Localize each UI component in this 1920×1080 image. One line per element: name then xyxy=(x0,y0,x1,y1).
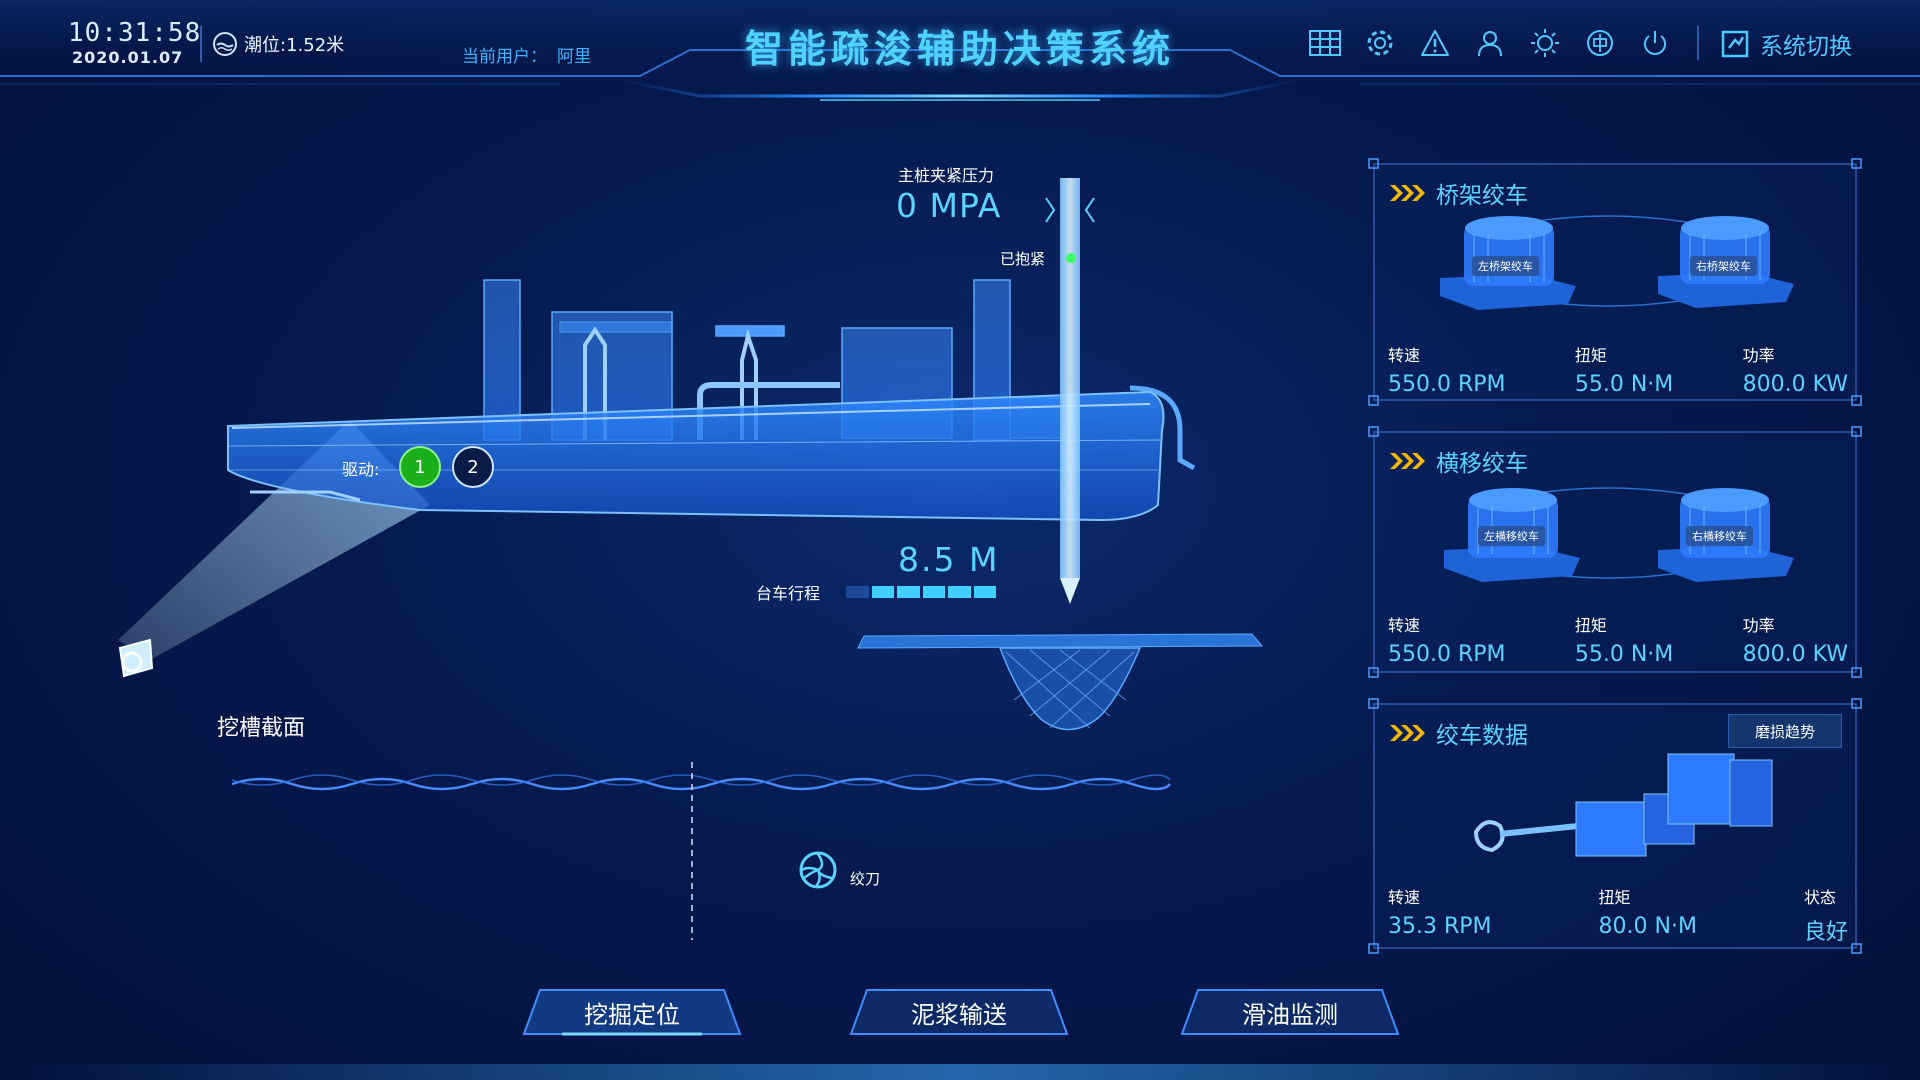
nav-slurry-label: 泥浆输送 xyxy=(911,1000,1007,1029)
tide-icon xyxy=(213,32,237,56)
left-traverse-winch-tag: 左横移绞车 xyxy=(1478,526,1545,546)
cutter-drive-graphic xyxy=(1473,753,1773,857)
drive-2-button[interactable]: 2 xyxy=(452,446,494,488)
panel-frame xyxy=(1368,426,1862,678)
nav-excavation-label: 挖掘定位 xyxy=(584,1000,680,1029)
left-bridge-winch-tag: 左桥架绞车 xyxy=(1472,256,1539,276)
page-title: 智能疏浚辅助决策系统 xyxy=(744,27,1175,71)
header: 10:31:58 2020.01.07 潮位:1.52米 当前用户： 阿里 智能… xyxy=(0,0,1920,110)
nav-slurry-transport[interactable]: 泥浆输送 xyxy=(849,988,1069,1036)
grid-button[interactable] xyxy=(1306,24,1344,62)
user-label: 当前用户： xyxy=(462,47,547,67)
trench-section xyxy=(231,762,1171,940)
warning-icon xyxy=(1421,30,1449,56)
right-bridge-winch-tag: 右桥架绞车 xyxy=(1690,256,1757,276)
user-icon xyxy=(1478,31,1502,57)
right-traverse-winch-tag: 右横移绞车 xyxy=(1686,526,1753,546)
trolley-progress-segment xyxy=(948,586,971,598)
gear-icon xyxy=(1367,30,1393,56)
traverse-winch-title: 横移绞车 xyxy=(1388,444,1528,478)
pile-pressure-value: 0 MPA xyxy=(896,186,1002,225)
system-switch-button[interactable]: 系统切换 xyxy=(1720,24,1852,64)
language-icon xyxy=(1587,30,1613,56)
trolley-progress-bar xyxy=(846,586,996,598)
system-switch-label: 系统切换 xyxy=(1760,34,1852,60)
dredger-scene xyxy=(118,178,1264,940)
grid-icon xyxy=(1309,30,1341,56)
alarm-button[interactable] xyxy=(1416,24,1454,62)
drive-label: 驱动: xyxy=(342,460,380,479)
power-icon xyxy=(1644,31,1666,55)
trolley-progress-segment xyxy=(973,586,996,598)
triple-chevron-icon xyxy=(1390,453,1425,469)
triple-chevron-icon xyxy=(1390,725,1425,741)
pile-pressure-label: 主桩夹紧压力 xyxy=(898,166,995,185)
brightness-icon xyxy=(1531,29,1559,57)
clock-date: 2020.01.07 xyxy=(72,48,184,67)
clock-time: 10:31:58 xyxy=(68,18,202,48)
user-button[interactable] xyxy=(1471,24,1509,62)
bottom-glow xyxy=(0,1064,1920,1080)
tide-value: 潮位:1.52米 xyxy=(244,35,345,56)
switch-icon xyxy=(1721,30,1749,58)
wear-trend-button[interactable]: 磨损趋势 xyxy=(1728,714,1842,748)
clamp-status-label: 已抱紧 xyxy=(1000,250,1046,268)
trolley-progress-segment xyxy=(897,586,920,598)
nav-lube-monitoring[interactable]: 滑油监测 xyxy=(1180,988,1400,1036)
language-button[interactable] xyxy=(1581,24,1619,62)
clamp-status-led xyxy=(1066,253,1076,263)
trolley-progress-segment xyxy=(871,586,894,598)
trench-section-title: 挖槽截面 xyxy=(217,716,306,741)
trolley-travel-label: 台车行程 xyxy=(756,584,821,603)
settings-button[interactable] xyxy=(1361,24,1399,62)
pile-base xyxy=(857,633,1264,731)
winch-data-title: 绞车数据 xyxy=(1388,716,1528,750)
triple-chevron-icon xyxy=(1390,185,1425,201)
stat-status: 状态良好 xyxy=(1803,888,1848,945)
tide-indicator: 潮位:1.52米 xyxy=(200,26,344,62)
cutter-icon xyxy=(799,851,837,889)
current-user: 当前用户： 阿里 xyxy=(462,42,591,67)
drive-1-button[interactable]: 1 xyxy=(399,446,441,488)
trolley-progress-segment xyxy=(922,586,945,598)
trolley-travel-value: 8.5 M xyxy=(898,540,1000,579)
power-button[interactable] xyxy=(1636,24,1674,62)
toolbar-divider xyxy=(1697,26,1699,60)
spud-pile xyxy=(1045,178,1095,604)
user-name: 阿里 xyxy=(557,47,591,67)
trolley-progress-segment xyxy=(846,586,869,598)
hull xyxy=(227,390,1165,522)
nav-lube-label: 滑油监测 xyxy=(1242,1000,1338,1029)
bridge-winch-title: 桥架绞车 xyxy=(1388,176,1528,210)
brightness-button[interactable] xyxy=(1526,24,1564,62)
toolbar xyxy=(1306,24,1674,62)
nav-excavation-positioning[interactable]: 挖掘定位 xyxy=(522,988,742,1036)
panel-frame xyxy=(1368,158,1862,406)
cutter-label: 绞刀 xyxy=(850,870,881,888)
